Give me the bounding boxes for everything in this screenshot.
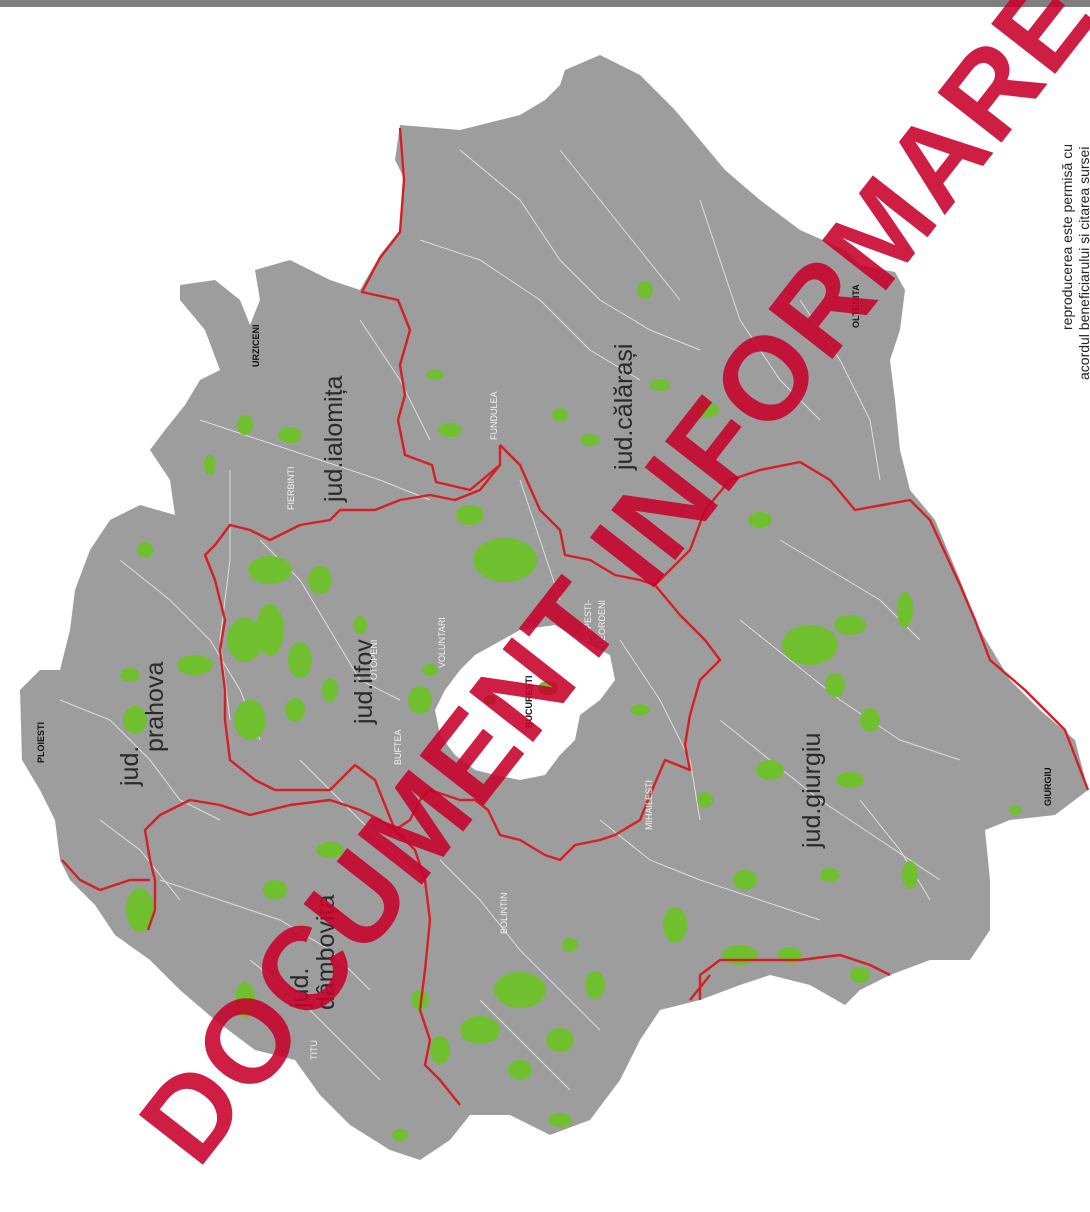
town-label-bolintin: BOLINTIN <box>499 892 509 934</box>
town-label-urziceni: URZICENI <box>251 324 261 368</box>
town-label-voluntari: VOLUNTARI <box>437 617 447 668</box>
commune-borders <box>59 149 961 1091</box>
county-label-prahova-line1: jud. <box>116 745 144 786</box>
town-label-otopeni: OTOPENI <box>369 639 379 680</box>
top-rule <box>0 0 1090 7</box>
copyright-note-line1: reproducerea este permisă cu <box>1059 144 1075 330</box>
town-label-ploiesti: PLOIESTI <box>36 721 46 763</box>
town-label-fierbinti: FIERBINTI <box>286 466 296 510</box>
county-borders <box>61 127 1090 1106</box>
bucharest-city-area <box>435 625 615 780</box>
town-label-fundulea: FUNDULEA <box>489 391 499 440</box>
town-label-giurgiu: GIURGIU <box>1043 767 1053 806</box>
forest-areas <box>120 281 1021 1141</box>
town-label-mihailesti: MIHAILESTI <box>644 779 654 830</box>
copyright-note-line2: acordul beneficiarului și citarea sursei <box>1076 146 1090 380</box>
county-label-giurgiu: jud.giurgiu <box>798 732 826 848</box>
county-label-prahova-line2: prahova <box>141 661 169 752</box>
county-label-ialomita: jud.ialomița <box>320 375 348 502</box>
